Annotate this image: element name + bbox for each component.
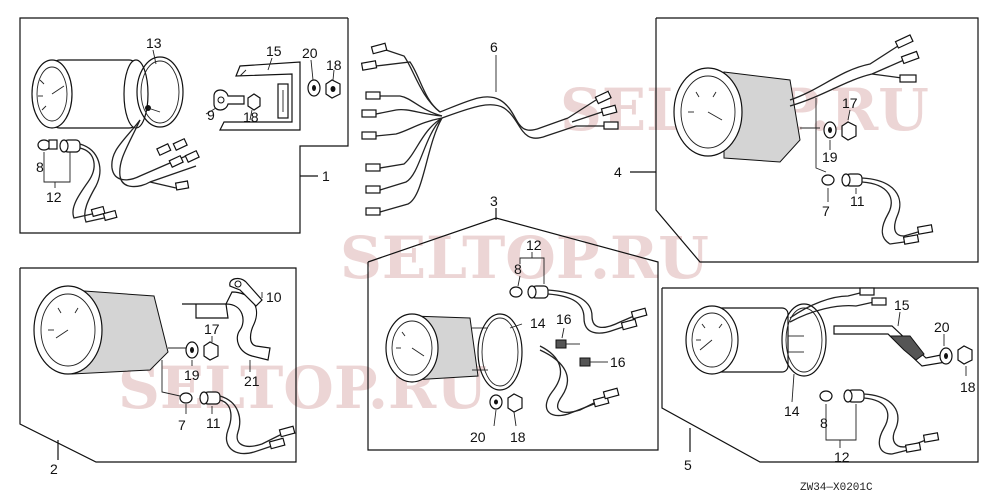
ref-1: 1 bbox=[322, 168, 330, 184]
ring-icon bbox=[781, 303, 827, 377]
callout-17: 17 bbox=[842, 95, 858, 111]
nut-icon bbox=[247, 93, 261, 111]
connector-icon bbox=[156, 137, 200, 191]
lamp-socket-icon bbox=[509, 285, 549, 299]
callout-12: 12 bbox=[526, 237, 542, 253]
hose-icon bbox=[225, 291, 271, 361]
group-6-wire-harness: 6 bbox=[360, 39, 619, 216]
drawing-code: ZW34—X0201C bbox=[800, 482, 873, 494]
gauge-icon bbox=[673, 67, 801, 163]
callout-16: 16 bbox=[610, 354, 626, 370]
gauge-icon bbox=[385, 313, 488, 383]
callout-8: 8 bbox=[820, 415, 828, 431]
callout-18: 18 bbox=[960, 379, 976, 395]
callout-8: 8 bbox=[36, 159, 44, 175]
connector-icon bbox=[894, 34, 920, 83]
group-2-frame bbox=[19, 267, 297, 463]
nut-icon bbox=[841, 121, 857, 141]
group-2-speedometer-kit: 2 bbox=[19, 267, 297, 477]
callout-18: 18 bbox=[326, 57, 342, 73]
callout-19: 19 bbox=[184, 367, 200, 383]
callout-12: 12 bbox=[834, 449, 850, 465]
ref-5: 5 bbox=[684, 457, 692, 473]
callout-10: 10 bbox=[266, 289, 282, 305]
callout-19: 19 bbox=[822, 149, 838, 165]
callout-14: 14 bbox=[784, 403, 800, 419]
gauge-icon bbox=[31, 59, 161, 129]
lamp-socket-icon bbox=[819, 389, 865, 403]
ring-icon bbox=[136, 56, 184, 128]
hose-icon bbox=[182, 303, 229, 319]
callout-20: 20 bbox=[934, 319, 950, 335]
callout-21: 21 bbox=[244, 373, 260, 389]
gauge-icon bbox=[685, 305, 789, 375]
callout-20: 20 bbox=[470, 429, 486, 445]
group-4-frame bbox=[655, 17, 979, 263]
callout-11: 11 bbox=[850, 193, 865, 209]
nut-icon bbox=[203, 341, 219, 361]
clamp-icon bbox=[213, 89, 245, 111]
clip-icon bbox=[229, 277, 263, 307]
screw-icon bbox=[555, 339, 604, 367]
ref-4: 4 bbox=[614, 164, 622, 180]
callout-16: 16 bbox=[556, 311, 572, 327]
callout-18: 18 bbox=[243, 109, 259, 125]
callout-15: 15 bbox=[894, 297, 910, 313]
lamp-socket-icon bbox=[37, 139, 81, 153]
callout-17: 17 bbox=[204, 321, 220, 337]
ref-6: 6 bbox=[490, 39, 498, 55]
nut-icon bbox=[957, 345, 973, 365]
lamp-socket-icon bbox=[821, 173, 863, 187]
callout-12: 12 bbox=[46, 189, 62, 205]
connector-icon bbox=[360, 42, 619, 216]
callout-7: 7 bbox=[822, 203, 830, 219]
callout-7: 7 bbox=[178, 417, 186, 433]
nut-icon bbox=[507, 393, 523, 413]
callout-15: 15 bbox=[266, 43, 282, 59]
group-1-tachometer-kit: 1 bbox=[19, 17, 349, 234]
group-3-frame bbox=[367, 217, 659, 451]
bracket-icon bbox=[219, 61, 301, 131]
callout-18: 18 bbox=[510, 429, 526, 445]
bracket-icon bbox=[833, 325, 947, 367]
lamp-socket-icon bbox=[179, 391, 221, 405]
callout-13: 13 bbox=[146, 35, 162, 51]
callout-14: 14 bbox=[530, 315, 546, 331]
washer-icon bbox=[307, 79, 321, 97]
callout-9: 9 bbox=[207, 107, 215, 123]
group-1-frame bbox=[19, 17, 349, 234]
group-4-trim-meter-kit: 4 bbox=[614, 17, 979, 263]
callout-11: 11 bbox=[206, 415, 221, 431]
callout-20: 20 bbox=[302, 45, 318, 61]
group-5-meter-kit: 5 bbox=[661, 287, 979, 473]
group-3-meter-kit: 3 bbox=[367, 193, 659, 451]
gauge-icon bbox=[33, 285, 186, 375]
group-5-frame bbox=[661, 287, 979, 463]
callout-8: 8 bbox=[514, 261, 522, 277]
ref-2: 2 bbox=[50, 461, 58, 477]
ring-icon bbox=[477, 313, 523, 391]
ref-3: 3 bbox=[490, 193, 498, 209]
